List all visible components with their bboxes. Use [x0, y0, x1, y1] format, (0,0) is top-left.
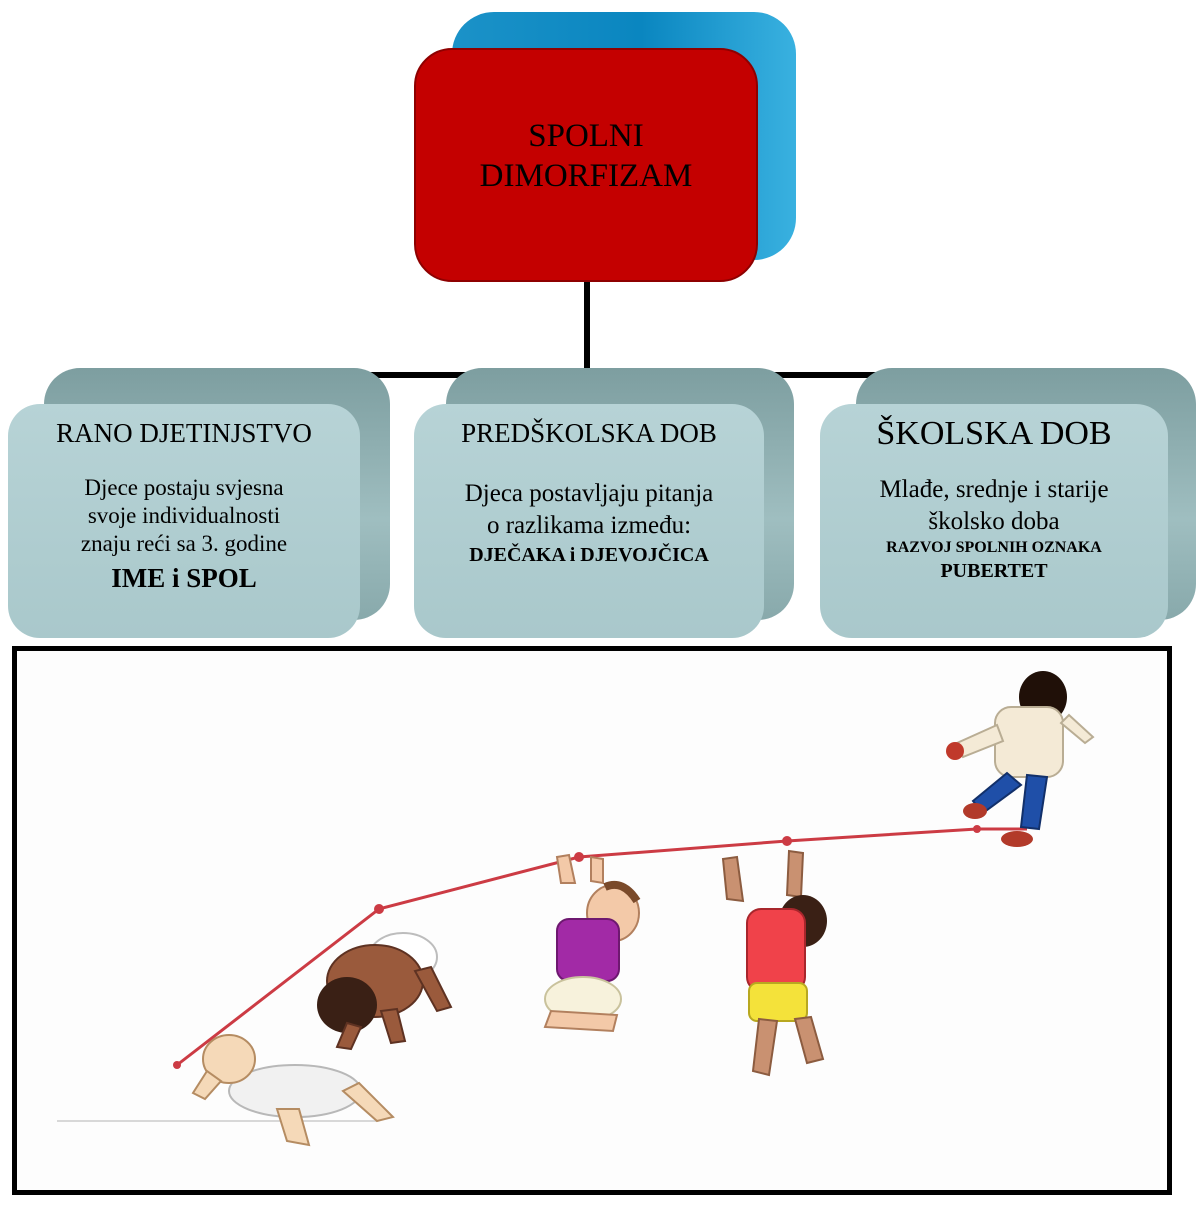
stage-highlight: RAZVOJ SPOLNIH OZNAKA [886, 539, 1102, 556]
stage-line: Djeca postavljaju pitanja [464, 480, 714, 507]
stage-school-age: ŠKOLSKA DOB Mlađe, srednje i starije ško… [820, 404, 1168, 638]
root-node: SPOLNI DIMORFIZAM [414, 48, 758, 282]
stage-title: RANO DJETINJSTVO [56, 418, 312, 448]
stage-description: Mlađe, srednje i starije školsko doba RA… [820, 474, 1168, 584]
growth-point [973, 825, 981, 833]
growth-point [782, 836, 792, 846]
stage-title: PREDŠKOLSKA DOB [461, 418, 717, 448]
growth-point [574, 852, 584, 862]
growth-curve [176, 827, 1027, 1067]
stage-preschool: PREDŠKOLSKA DOB Djeca postavljaju pitanj… [414, 404, 764, 638]
stage-line: Mlađe, srednje i starije [879, 476, 1109, 503]
stage-line: o razlikama između: [486, 512, 692, 539]
development-illustration-frame [12, 646, 1172, 1195]
stage-highlight: IME i SPOL [111, 563, 257, 593]
stage-description: Djeca postavljaju pitanja o razlikama iz… [414, 478, 764, 568]
growth-point [374, 904, 384, 914]
stage-line: Djece postaju svjesna [84, 475, 284, 500]
growth-point [173, 1061, 181, 1069]
stage-early-childhood: RANO DJETINJSTVO Djece postaju svjesna s… [8, 404, 360, 638]
stage-highlight: DJEČAKA i DJEVOJČICA [469, 544, 709, 566]
stage-title: ŠKOLSKA DOB [876, 415, 1112, 452]
stage-highlight-2: PUBERTET [940, 560, 1048, 582]
stage-line: školsko doba [928, 508, 1060, 535]
standing-child [721, 849, 827, 1077]
development-illustration [57, 671, 1095, 1147]
stage-line: znaju reći sa 3. godine [80, 531, 288, 556]
baby-on-all-fours [317, 932, 453, 1051]
connector-vertical [584, 280, 590, 372]
stage-description: Djece postaju svjesna svoje individualno… [8, 474, 360, 594]
kneeling-toddler [543, 853, 641, 1033]
root-title: SPOLNI DIMORFIZAM [479, 118, 693, 194]
running-boy [946, 671, 1095, 847]
stage-line: svoje individualnosti [87, 503, 281, 528]
crawling-baby [191, 1034, 395, 1147]
